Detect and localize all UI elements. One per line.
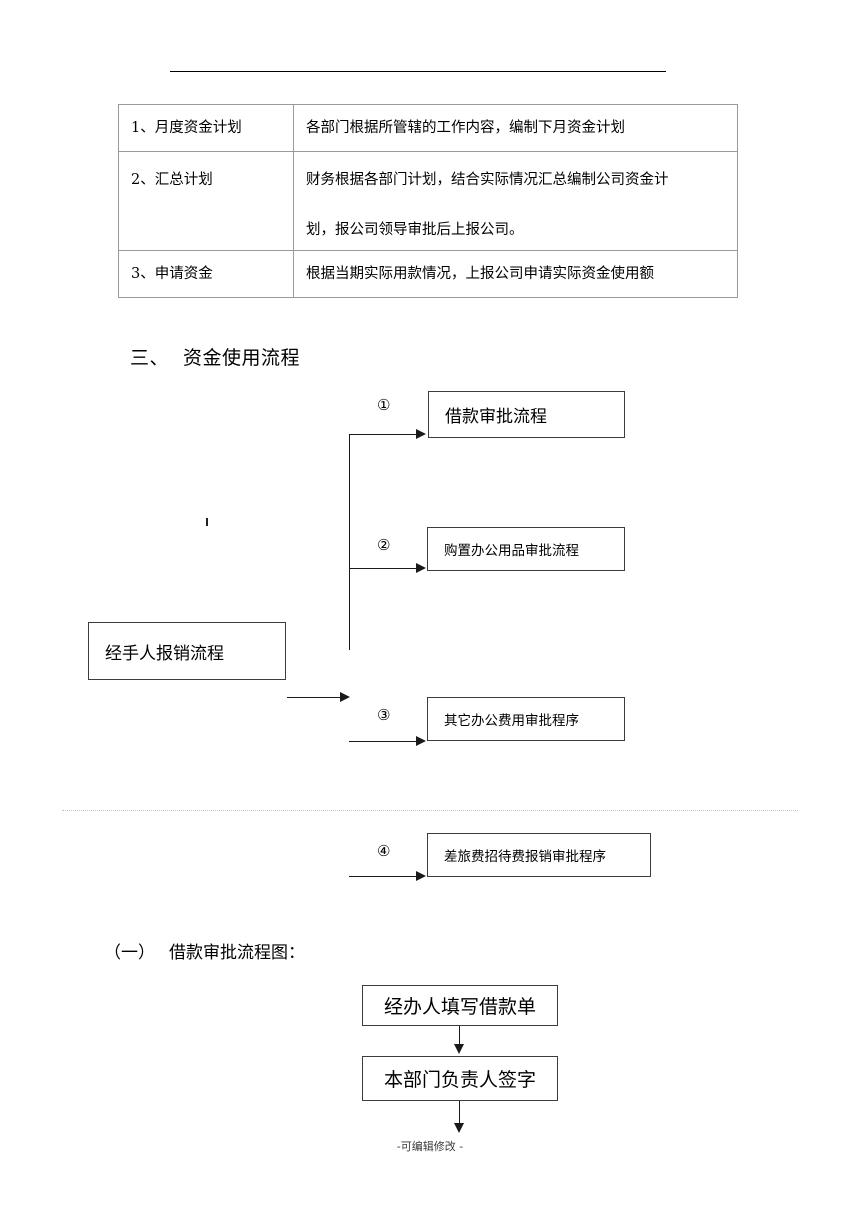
loan-step-2-label: 本部门负责人签字 xyxy=(383,1069,536,1091)
branch-2-marker: ② xyxy=(377,536,391,554)
branch-2-label: 购置办公用品审批流程 xyxy=(444,543,579,559)
branch-1-connector xyxy=(349,434,419,435)
branch-4-box: 差旅费招待费报销审批程序 xyxy=(427,833,651,877)
section-heading: 三、资金使用流程 xyxy=(130,343,300,370)
loan-step-1-box: 经办人填写借款单 xyxy=(362,985,558,1026)
table-row: 2、汇总计划 财务根据各部门计划，结合实际情况汇总编制公司资金计 划，报公司领导… xyxy=(118,151,738,251)
subsection-heading: （一） 借款审批流程图： xyxy=(104,938,305,963)
branch-4-label: 差旅费招待费报销审批程序 xyxy=(444,849,606,865)
branch-2-arrowhead-icon xyxy=(416,563,426,573)
branch-1-arrowhead-icon xyxy=(416,429,426,439)
branch-3-marker: ③ xyxy=(377,706,391,724)
page-footer: -可编辑修改 - xyxy=(396,1140,464,1153)
branch-2-box: 购置办公用品审批流程 xyxy=(427,527,625,571)
section-title: 资金使用流程 xyxy=(183,347,301,369)
flow-source-box: 经手人报销流程 xyxy=(88,622,286,680)
top-horizontal-rule xyxy=(170,71,666,72)
source-to-branch-3-stub xyxy=(287,697,342,698)
loan-step-2-box: 本部门负责人签字 xyxy=(362,1056,558,1101)
branch-1-label: 借款审批流程 xyxy=(445,407,547,427)
table-row: 1、月度资金计划 各部门根据所管辖的工作内容，编制下月资金计划 xyxy=(118,104,738,152)
funding-plan-table: 1、月度资金计划 各部门根据所管辖的工作内容，编制下月资金计划 2、汇总计划 财… xyxy=(118,104,738,298)
branch-4-connector xyxy=(349,876,419,877)
branch-1-marker: ① xyxy=(377,396,391,414)
source-stub-arrowhead-icon xyxy=(340,692,350,702)
branch-4-marker: ④ xyxy=(377,842,391,860)
branch-3-arrowhead-icon xyxy=(416,736,426,746)
loan-arrowhead-1-icon xyxy=(454,1044,464,1054)
flow-source-label: 经手人报销流程 xyxy=(105,643,224,664)
table-cell-label: 1、月度资金计划 xyxy=(118,104,294,152)
desc-line-1: 财务根据各部门计划，结合实际情况汇总编制公司资金计 xyxy=(306,172,669,188)
stray-mark xyxy=(206,518,208,526)
subsection-number: （一） xyxy=(104,943,155,963)
branch-3-label: 其它办公费用审批程序 xyxy=(444,713,579,729)
branch-1-box: 借款审批流程 xyxy=(428,391,625,438)
desc-line-2: 划，报公司领导审批后上报公司。 xyxy=(306,222,524,239)
page-break-line xyxy=(62,810,798,811)
trunk-connector-line xyxy=(349,434,350,650)
branch-2-connector xyxy=(349,568,419,569)
loan-step-1-label: 经办人填写借款单 xyxy=(383,996,536,1018)
table-cell-desc: 根据当期实际用款情况，上报公司申请实际资金使用额 xyxy=(293,250,738,298)
table-cell-desc: 财务根据各部门计划，结合实际情况汇总编制公司资金计 划，报公司领导审批后上报公司… xyxy=(293,151,738,251)
table-cell-label: 3、申请资金 xyxy=(118,250,294,298)
section-number: 三、 xyxy=(130,347,170,369)
subsection-title: 借款审批流程图： xyxy=(169,943,305,963)
table-cell-label: 2、汇总计划 xyxy=(118,151,294,251)
table-cell-desc: 各部门根据所管辖的工作内容，编制下月资金计划 xyxy=(293,104,738,152)
branch-3-box: 其它办公费用审批程序 xyxy=(427,697,625,741)
loan-arrowhead-2-icon xyxy=(454,1123,464,1133)
branch-3-connector xyxy=(349,741,419,742)
loan-connector-2 xyxy=(459,1101,460,1125)
branch-4-arrowhead-icon xyxy=(416,871,426,881)
loan-connector-1 xyxy=(459,1026,460,1046)
table-row: 3、申请资金 根据当期实际用款情况，上报公司申请实际资金使用额 xyxy=(118,250,738,298)
